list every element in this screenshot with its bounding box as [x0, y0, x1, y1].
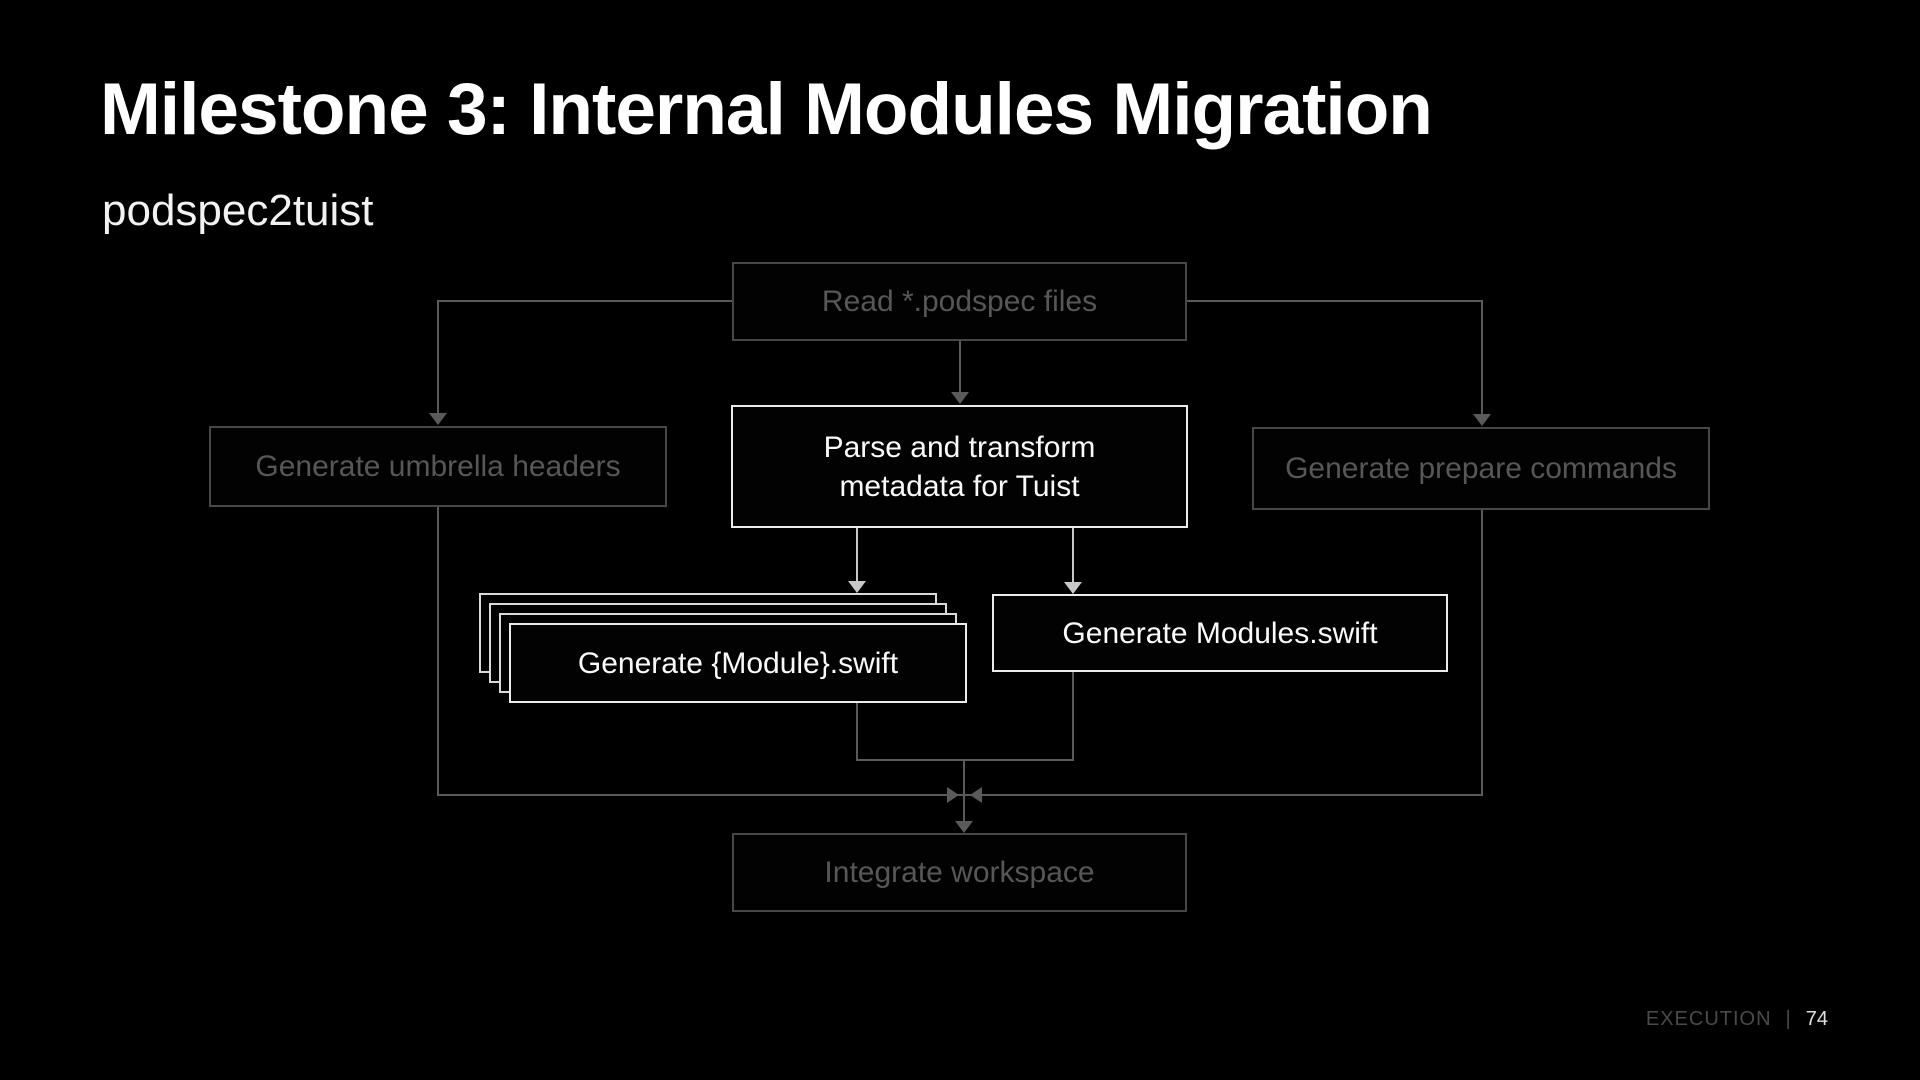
connector-read-to-parse: [959, 341, 961, 394]
footer-page-number: 74: [1805, 1008, 1828, 1030]
arrowhead-into-prepare: [1473, 414, 1491, 426]
connector-merge-horizontal: [856, 759, 1074, 761]
arrowhead-junction-from-right: [970, 787, 982, 803]
slide-footer: EXECUTION | 74: [1646, 1008, 1828, 1031]
arrowhead-junction-from-left: [947, 787, 959, 803]
connector-merge-to-integrate: [963, 760, 965, 822]
arrowhead-into-integrate: [955, 821, 973, 833]
connector-parse-to-modules-swift: [1072, 528, 1074, 583]
arrowhead-into-module-swift: [848, 581, 866, 593]
connector-prepare-down: [1481, 510, 1483, 796]
connector-module-swift-down: [856, 703, 858, 761]
connector-read-to-umbrella-horizontal: [438, 300, 732, 302]
node-read-podspec-files: Read *.podspec files: [732, 262, 1187, 341]
node-integrate-label: Integrate workspace: [824, 856, 1095, 889]
connector-modules-swift-down: [1072, 672, 1074, 761]
connector-read-to-umbrella-vertical: [437, 300, 439, 416]
node-generate-umbrella-headers: Generate umbrella headers: [209, 426, 667, 507]
node-module-swift-label: Generate {Module}.swift: [577, 646, 899, 680]
arrowhead-into-modules-swift: [1064, 582, 1082, 594]
node-parse-transform-metadata: Parse and transform metadata for Tuist: [731, 405, 1188, 528]
node-prepare-label: Generate prepare commands: [1285, 452, 1677, 485]
node-parse-label: Parse and transform metadata for Tuist: [823, 430, 1096, 503]
connector-read-to-prepare-horizontal: [1187, 300, 1482, 302]
connector-parse-to-module-swift: [856, 528, 858, 583]
node-generate-module-swift: Generate {Module}.swift: [509, 623, 967, 703]
connector-junction-horizontal: [437, 794, 1483, 796]
connector-read-to-prepare-vertical: [1481, 300, 1483, 416]
node-integrate-workspace: Integrate workspace: [732, 833, 1187, 912]
node-modules-swift-label: Generate Modules.swift: [1062, 616, 1378, 650]
footer-separator: |: [1785, 1008, 1792, 1030]
footer-section-label: EXECUTION: [1645, 1008, 1772, 1030]
slide-title: Milestone 3: Internal Modules Migration: [100, 69, 1433, 150]
arrowhead-into-parse: [951, 392, 969, 404]
node-generate-modules-swift: Generate Modules.swift: [992, 594, 1448, 672]
connector-umbrella-down: [437, 507, 439, 796]
node-generate-prepare-commands: Generate prepare commands: [1252, 427, 1710, 510]
arrowhead-into-umbrella: [429, 413, 447, 425]
slide-subtitle: podspec2tuist: [102, 186, 374, 235]
node-umbrella-label: Generate umbrella headers: [255, 450, 621, 483]
node-read-label: Read *.podspec files: [821, 285, 1098, 318]
